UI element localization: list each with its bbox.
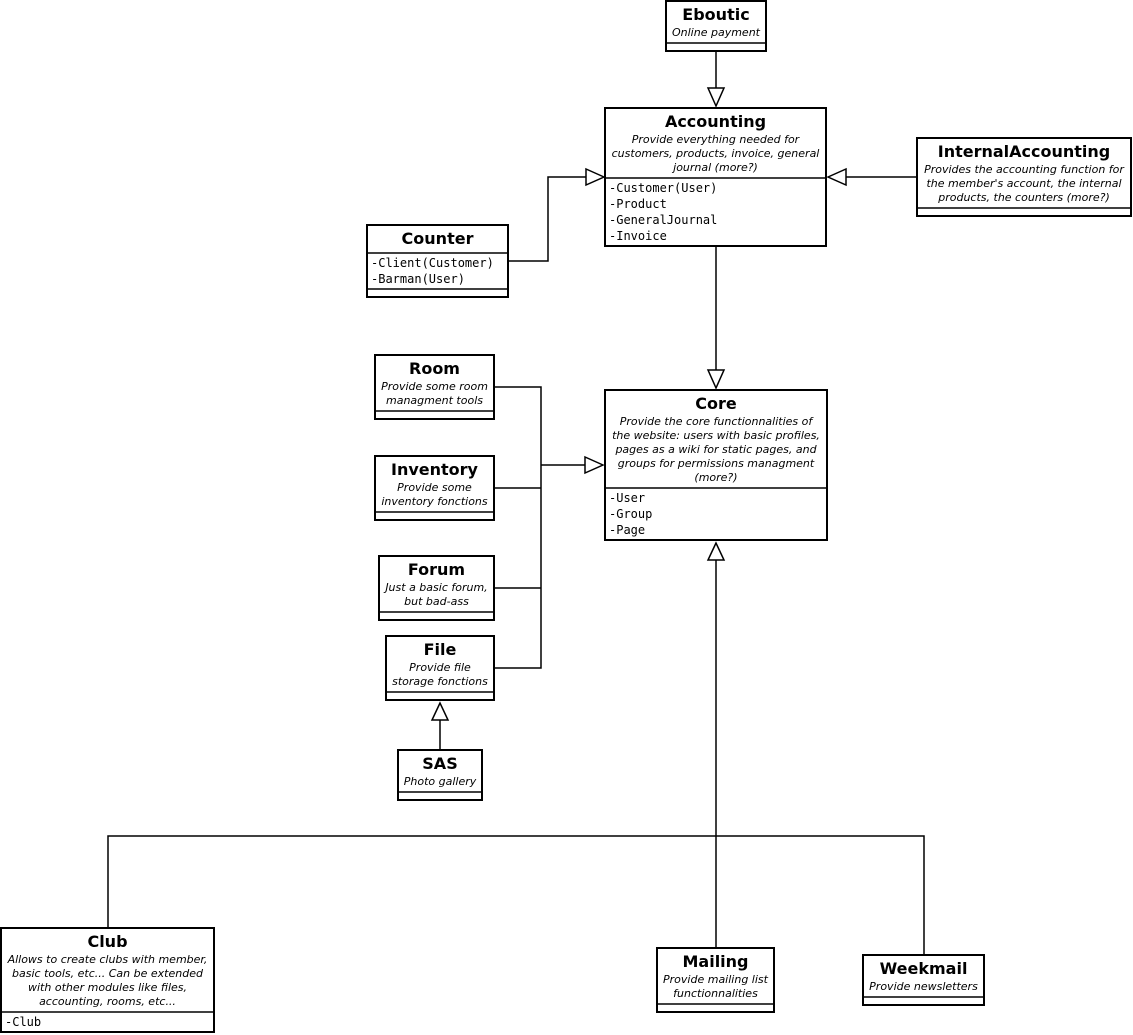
class-description-line: the member's account, the internal [926,177,1121,190]
generalization-arrow-sas-file [430,701,450,721]
class-box-frame [656,947,775,1013]
class-description-line: Provide everything needed for [632,133,801,146]
class-counter: Counter -Client(Customer) -Barman(User) [366,224,509,298]
class-box-frame [374,455,495,521]
class-box-frame [916,137,1132,217]
class-description-line: functionnalities [673,987,758,1000]
class-box-frame [374,354,495,420]
class-attribute: -Group [609,507,652,521]
class-description-line: inventory fonctions [381,495,488,508]
class-name: Room [409,359,460,378]
class-description-line: Online payment [672,26,761,39]
wire-counter-accounting [508,176,586,262]
class-description-line: basic tools, etc... Can be extended [12,967,204,980]
class-attribute: -GeneralJournal [609,213,717,227]
class-description-line: Provide some room [381,380,488,393]
class-description-line: Photo gallery [404,775,477,788]
class-name: Accounting [665,112,766,131]
class-box-frame [0,927,215,1033]
class-description-line: journal (more?) [671,161,758,174]
class-attribute: -Barman(User) [371,272,465,286]
class-description-line: Provide file [409,661,471,674]
class-description-line: the website: users with basic profiles, [612,429,820,442]
class-box-frame [604,107,827,247]
class-box-frame [385,635,495,701]
class-name: Forum [408,560,465,579]
connectors [107,51,925,955]
class-attribute: -User [609,491,645,505]
class-description-line: Allows to create clubs with member, [7,953,208,966]
generalization-arrow-internal-accounting [826,167,847,187]
class-description-line: products, the counters (more?) [937,191,1110,204]
generalization-arrow-lower-core [706,541,726,561]
class-description-line: Provide some [397,481,472,494]
generalization-arrow-modules-core [584,455,605,475]
class-description-line: pages as a wiki for static pages, and [614,443,817,456]
class-name: Club [87,932,127,951]
class-name: Inventory [391,460,479,479]
class-description-line: (more?) [694,471,737,484]
generalization-arrow-counter [585,167,606,187]
class-attribute: -Client(Customer) [371,256,494,270]
class-attribute: -Club [5,1015,41,1029]
class-description-line: accounting, rooms, etc... [39,995,176,1008]
class-attribute: -Page [609,523,645,537]
generalization-arrow-eboutic [706,87,726,108]
class-description-line: Provides the accounting function for [924,163,1125,176]
class-description-line: Just a basic forum, [383,581,487,594]
wire-room-bus [494,386,542,669]
class-box-frame [378,555,495,621]
class-name: InternalAccounting [938,142,1111,161]
class-description-line: Provide mailing list [663,973,769,986]
class-description-line: with other modules like files, [28,981,187,994]
class-description-line: but bad-ass [404,595,469,608]
class-name: Eboutic [682,5,749,24]
class-box-frame [604,389,828,541]
class-attribute: -Product [609,197,667,211]
wire-club-weekmail-bus [107,835,925,955]
class-name: File [424,640,457,659]
class-sas: SAS Photo gallery [397,749,483,801]
class-name: Counter [402,229,474,248]
class-name: SAS [422,754,457,773]
class-attribute: -Invoice [609,229,667,243]
class-description-line: customers, products, invoice, general [612,147,820,160]
class-name: Mailing [682,952,748,971]
class-box-frame [366,224,509,298]
class-description-line: Provide newsletters [869,980,978,993]
class-description-line: groups for permissions managment [618,457,815,470]
class-name: Weekmail [880,959,968,978]
class-description-line: Provide the core functionnalities of [620,415,815,428]
class-description-line: managment tools [386,394,483,407]
class-attribute: -Customer(User) [609,181,717,195]
generalization-arrow-accounting-core [706,369,726,390]
class-name: Core [695,394,737,413]
class-description-line: storage fonctions [392,675,488,688]
